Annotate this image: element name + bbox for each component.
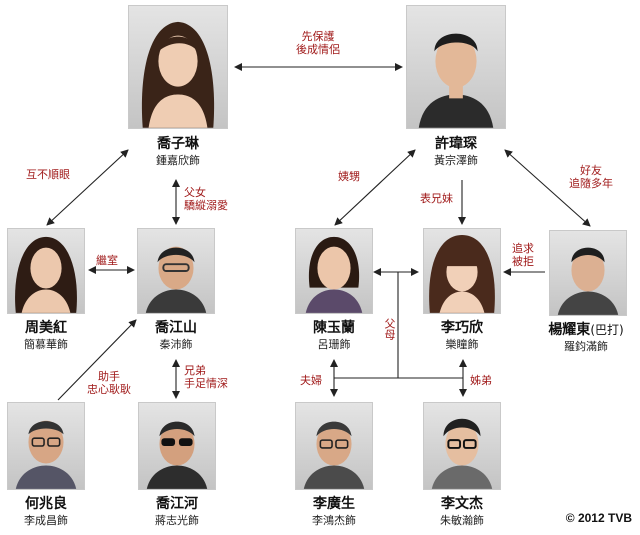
relation-aunt-nephew: 姨甥	[338, 170, 360, 183]
relation-friends-line2: 追隨多年	[569, 177, 613, 190]
chan-yuk-lan-actor: 呂珊飾	[317, 338, 351, 351]
portrait-male-icon	[557, 247, 619, 315]
lee-man-kit-name: 李文杰	[441, 496, 483, 512]
relation-pursue-line2: 被拒	[512, 255, 534, 268]
line-assistant	[57, 319, 137, 401]
kiu-kong-ho-actor: 蔣志光飾	[155, 514, 199, 527]
relation-not-getting-along: 互不順眼	[26, 168, 70, 181]
portrait-male-icon	[145, 246, 207, 313]
yeung-yiu-tung-nickname: (巴打)	[590, 323, 624, 337]
ho-siu-leung-photo	[7, 402, 85, 490]
relation-assistant-line2: 忠心耿耿	[87, 383, 131, 396]
relation-father-daughter-line2: 驕縱溺愛	[184, 199, 228, 212]
line-not-getting-along	[46, 149, 129, 226]
portrait-female-icon	[15, 236, 77, 313]
relation-spouses: 夫婦	[300, 374, 322, 387]
relation-brothers-line2: 手足情深	[184, 377, 228, 390]
kiu-kong-shan-actor: 秦沛飾	[159, 338, 193, 351]
chan-yuk-lan-name: 陳玉蘭	[313, 320, 355, 336]
relation-parents: 父母	[383, 318, 396, 340]
portrait-male-icon	[431, 418, 493, 489]
kiu-kong-ho-photo	[138, 402, 216, 490]
relation-cousins: 表兄妹	[420, 192, 453, 205]
relation-father-daughter: 父女 驕縱溺愛	[184, 186, 228, 212]
portrait-male-icon	[15, 420, 77, 489]
hui-wai-sum-photo	[406, 5, 506, 129]
kiu-chi-lam-actor: 鍾嘉欣飾	[156, 154, 200, 167]
line-friends	[504, 149, 591, 227]
relation-protect-lovers: 先保護 後成情侶	[280, 30, 356, 56]
lee-hau-yan-name: 李巧欣	[441, 320, 483, 336]
relation-pursue-line1: 追求	[512, 242, 534, 255]
portrait-male-icon	[146, 421, 208, 489]
portrait-female-icon	[141, 21, 215, 128]
lee-kwong-sang-name: 李廣生	[313, 496, 355, 512]
copyright-notice: © 2012 TVB	[565, 511, 632, 525]
portrait-female-icon	[305, 236, 363, 313]
kiu-kong-shan-name: 喬江山	[155, 320, 197, 336]
chow-mei-hung-name: 周美紅	[25, 320, 67, 336]
relation-siblings: 姊弟	[470, 374, 492, 387]
relation-brothers: 兄弟 手足情深	[184, 364, 228, 390]
portrait-male-icon	[418, 33, 494, 128]
relation-friends: 好友 追隨多年	[562, 164, 620, 190]
kiu-kong-shan-photo	[137, 228, 215, 314]
ho-siu-leung-name: 何兆良	[25, 496, 67, 512]
portrait-male-icon	[303, 421, 365, 489]
kiu-chi-lam-name: 喬子琳	[157, 136, 199, 152]
relation-protect-lovers-line1: 先保護	[301, 30, 335, 43]
kiu-kong-ho-name: 喬江河	[156, 496, 198, 512]
relation-brothers-line1: 兄弟	[184, 364, 206, 377]
lee-hau-yan-actor: 樂瞳飾	[445, 338, 479, 351]
relation-pursue: 追求 被拒	[512, 242, 534, 268]
hui-wai-sum-actor: 黃宗澤飾	[434, 154, 478, 167]
relation-father-daughter-line1: 父女	[184, 186, 206, 199]
relation-friends-line1: 好友	[580, 164, 602, 177]
chan-yuk-lan-photo	[295, 228, 373, 314]
relation-protect-lovers-line2: 後成情侶	[296, 43, 340, 56]
yeung-yiu-tung-actor: 羅鈞滿飾	[564, 340, 608, 353]
relation-step-mother: 繼室	[96, 254, 118, 267]
lee-hau-yan-photo	[423, 228, 501, 314]
hui-wai-sum-name: 許瑋琛	[435, 136, 477, 152]
yeung-yiu-tung-name-main: 楊耀東	[548, 322, 591, 338]
ho-siu-leung-actor: 李成昌飾	[24, 514, 68, 527]
lee-kwong-sang-photo	[295, 402, 373, 490]
lee-kwong-sang-actor: 李鴻杰飾	[312, 514, 356, 527]
kiu-chi-lam-photo	[128, 5, 228, 129]
relation-assistant-line1: 助手	[98, 370, 120, 383]
yeung-yiu-tung-photo	[549, 230, 627, 316]
line-aunt-nephew	[334, 149, 416, 226]
portrait-female-icon	[429, 234, 495, 313]
lee-man-kit-photo	[423, 402, 501, 490]
yeung-yiu-tung-name: 楊耀東(巴打)	[532, 322, 640, 338]
lee-man-kit-actor: 朱敏瀚飾	[440, 514, 484, 527]
chow-mei-hung-photo	[7, 228, 85, 314]
relation-assistant: 助手 忠心耿耿	[80, 370, 138, 396]
chow-mei-hung-actor: 簡慕華飾	[24, 338, 68, 351]
